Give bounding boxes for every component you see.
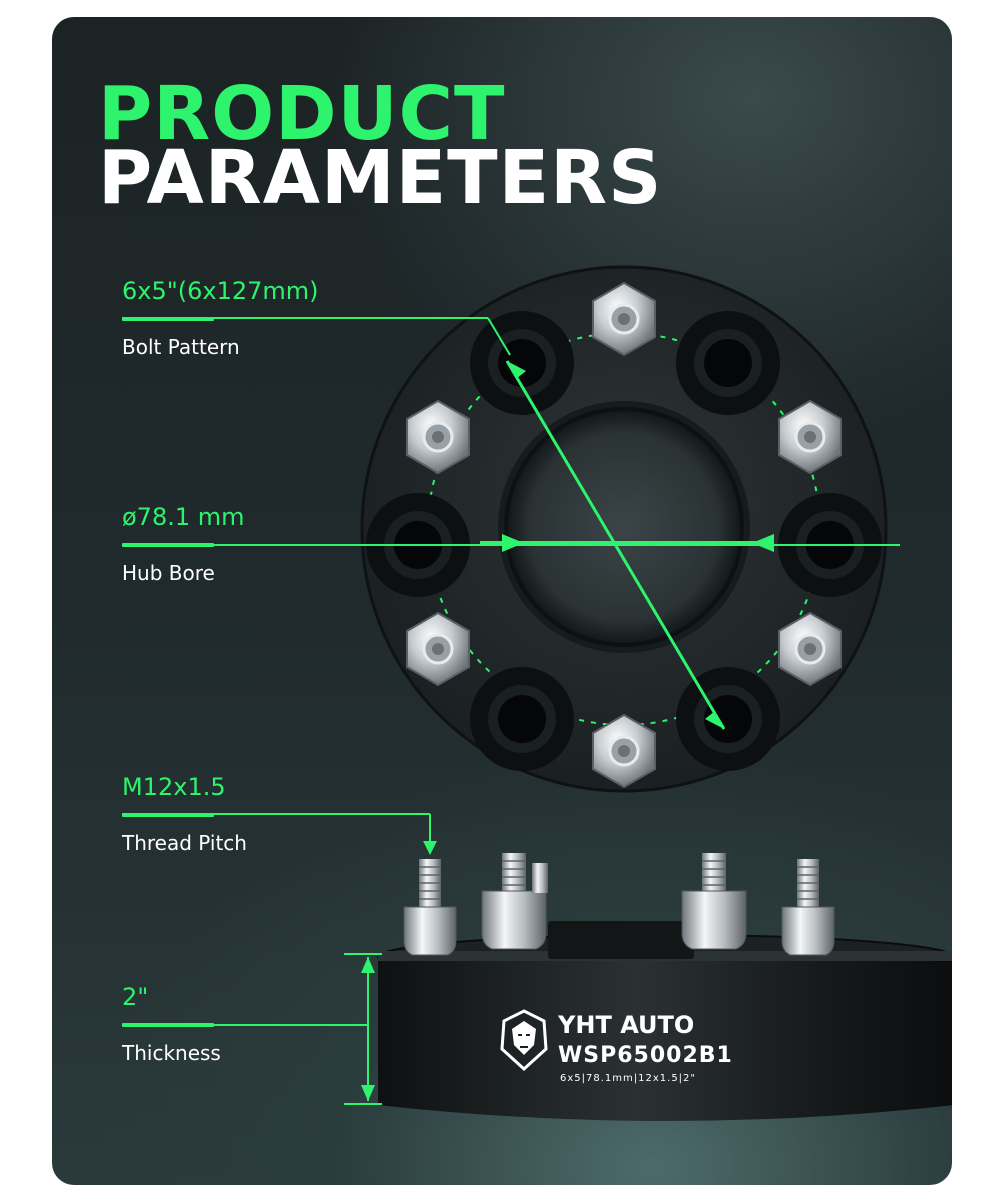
spec-line: 6x5|78.1mm|12x1.5|2" xyxy=(560,1073,696,1084)
lug-nut xyxy=(778,611,842,687)
spec-underline xyxy=(122,317,214,321)
spec-underline xyxy=(122,543,214,547)
wheel-spacer-illustration: YHT AUTO WSP65002B1 6x5|78.1mm|12x1.5|2" xyxy=(122,265,952,1121)
lug-nut xyxy=(592,281,656,357)
stud-with-lug-nut xyxy=(532,863,548,893)
product-parameters-card: YHT AUTO WSP65002B1 6x5|78.1mm|12x1.5|2" xyxy=(52,17,952,1185)
arrow-head-icon xyxy=(361,957,375,973)
spec-thickness: 2" Thickness xyxy=(122,985,402,1063)
spec-underline xyxy=(122,1023,214,1027)
model-number: WSP65002B1 xyxy=(558,1043,733,1068)
arrow-head-icon xyxy=(705,711,724,729)
lug-nut xyxy=(592,713,656,789)
spec-label: Bolt Pattern xyxy=(122,335,240,359)
bolt-hole xyxy=(470,311,574,415)
spec-value: M12x1.5 xyxy=(122,773,226,801)
lug-nut xyxy=(406,611,470,687)
stud-with-lug-nut xyxy=(481,853,547,950)
arrow-head-icon xyxy=(502,534,524,552)
spec-hub-bore: ø78.1 mm Hub Bore xyxy=(122,505,402,583)
dimension-lines xyxy=(122,317,900,1105)
spec-thread-pitch: M12x1.5 Thread Pitch xyxy=(122,775,402,853)
stud-with-lug-nut xyxy=(681,853,747,950)
spacer-top-view xyxy=(360,265,888,793)
arrow-head-icon xyxy=(423,841,437,855)
arrow-head-icon xyxy=(507,361,526,379)
spec-value: 2" xyxy=(122,983,149,1011)
spec-value: ø78.1 mm xyxy=(122,503,245,531)
spacer-side-view: YHT AUTO WSP65002B1 6x5|78.1mm|12x1.5|2" xyxy=(377,853,952,1121)
spec-label: Thread Pitch xyxy=(122,831,247,855)
lug-nut xyxy=(778,399,842,475)
arrow-head-icon xyxy=(752,534,774,552)
spec-label: Hub Bore xyxy=(122,561,215,585)
spec-underline xyxy=(122,813,214,817)
lug-nut xyxy=(406,399,470,475)
spec-value: 6x5"(6x127mm) xyxy=(122,277,319,305)
brand-name: YHT AUTO xyxy=(557,1011,694,1039)
title-line-1: PRODUCT xyxy=(98,71,506,157)
bolt-hole xyxy=(676,667,780,771)
arrow-head-icon xyxy=(361,1085,375,1101)
spec-bolt-pattern: 6x5"(6x127mm) Bolt Pattern xyxy=(122,279,402,357)
stud-with-lug-nut xyxy=(781,859,835,956)
title-line-2: PARAMETERS xyxy=(98,135,663,221)
spec-label: Thickness xyxy=(122,1041,221,1065)
bolt-hole xyxy=(676,311,780,415)
bolt-hole xyxy=(470,667,574,771)
stud-with-lug-nut xyxy=(403,859,457,956)
lion-logo-icon xyxy=(500,1009,548,1072)
